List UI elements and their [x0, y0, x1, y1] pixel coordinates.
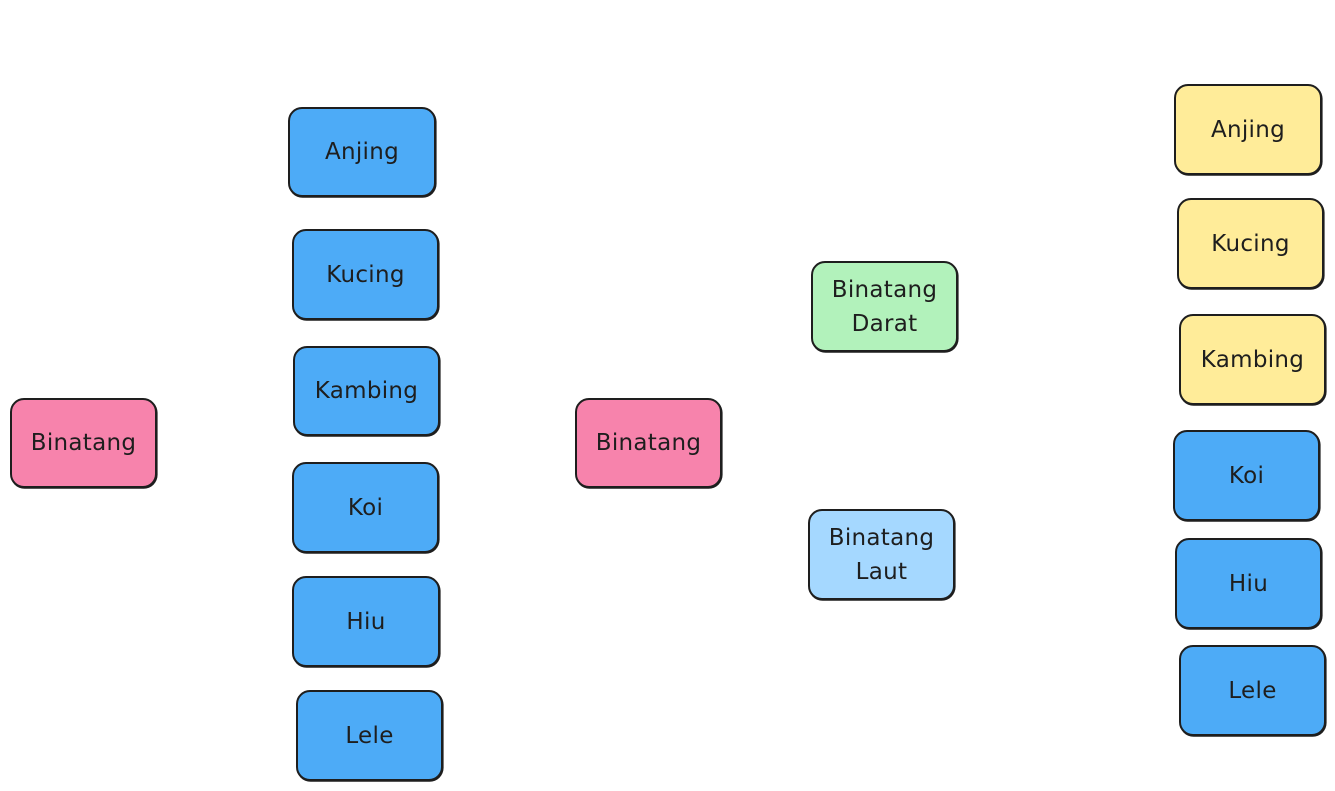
left-item-node[interactable]: Hiu [292, 576, 440, 667]
left-item-node[interactable]: Lele [296, 690, 443, 781]
left-item-node[interactable]: Kambing [293, 346, 440, 436]
left-item-node[interactable]: Koi [292, 462, 439, 553]
darat-item-node[interactable]: Kucing [1177, 198, 1324, 289]
laut-item-node[interactable]: Koi [1173, 430, 1320, 521]
group-node-darat[interactable]: Binatang Darat [811, 261, 958, 352]
left-item-node[interactable]: Anjing [288, 107, 436, 197]
laut-item-node[interactable]: Hiu [1175, 538, 1322, 629]
darat-item-node[interactable]: Kambing [1179, 314, 1326, 405]
group-node-laut[interactable]: Binatang Laut [808, 509, 955, 600]
right-root-node[interactable]: Binatang [575, 398, 722, 488]
left-root-node[interactable]: Binatang [10, 398, 157, 488]
laut-item-node[interactable]: Lele [1179, 645, 1326, 736]
left-item-node[interactable]: Kucing [292, 229, 439, 320]
darat-item-node[interactable]: Anjing [1174, 84, 1322, 175]
